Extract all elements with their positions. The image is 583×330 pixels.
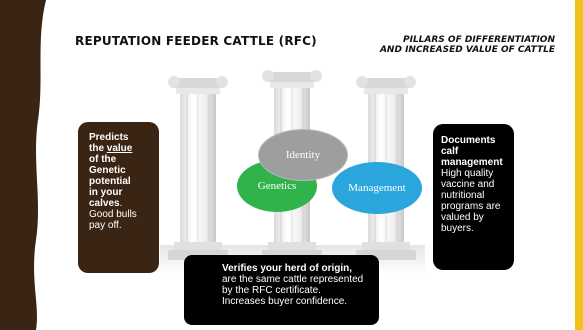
slide-subtitle: PILLARS OF DIFFERENTIATION AND INCREASED… <box>325 35 555 55</box>
right-line-1: Documents <box>441 135 496 146</box>
right-line-7: programs are <box>441 201 501 212</box>
left-line-5: potential <box>89 176 131 187</box>
genetics-description-box: Predicts the value of the Genetic potent… <box>78 122 159 273</box>
management-description-box: Documents calf management High quality v… <box>433 124 514 270</box>
right-line-3: management <box>441 157 503 168</box>
right-line-9: buyers. <box>441 223 474 234</box>
left-line-2-prefix: the <box>89 143 107 154</box>
right-accent-bar <box>575 0 583 330</box>
right-line-5: vaccine and <box>441 179 495 190</box>
left-line-7-rest: . <box>119 198 123 209</box>
left-line-7: calves. <box>89 198 154 209</box>
slide-title: REPUTATION FEEDER CATTLE (RFC) <box>75 34 317 48</box>
left-line-7-bold: calves <box>89 198 120 209</box>
identity-ellipse: Identity <box>258 129 348 181</box>
left-line-2-value: value <box>106 143 133 154</box>
bottom-line-1: Verifies your herd of origin, <box>222 263 353 274</box>
bottom-line-3: by the RFC certificate. <box>222 285 321 296</box>
subtitle-line-1: PILLARS OF DIFFERENTIATION <box>403 35 555 45</box>
left-line-2: the value <box>89 143 154 154</box>
left-line-6: in your <box>89 187 123 198</box>
bottom-line-4: Increases buyer confidence. <box>222 296 348 307</box>
management-ellipse: Management <box>332 162 422 214</box>
left-decorative-bar <box>0 0 46 330</box>
left-line-3: of the <box>89 154 117 165</box>
left-line-4: Genetic <box>89 165 126 176</box>
subtitle-line-2: AND INCREASED VALUE OF CATTLE <box>379 45 555 55</box>
left-line-9: pay off. <box>89 220 122 231</box>
right-line-8: valued by <box>441 212 484 223</box>
column-left <box>168 76 228 260</box>
right-line-4: High quality <box>441 168 494 179</box>
right-line-2: calf <box>441 146 459 157</box>
identity-description-box: Verifies your herd of origin, are the sa… <box>184 255 379 325</box>
left-line-1: Predicts <box>89 132 129 143</box>
bottom-line-2: are the same cattle represented <box>222 274 364 285</box>
right-line-6: nutritional <box>441 190 485 201</box>
left-line-8: Good bulls <box>89 209 137 220</box>
